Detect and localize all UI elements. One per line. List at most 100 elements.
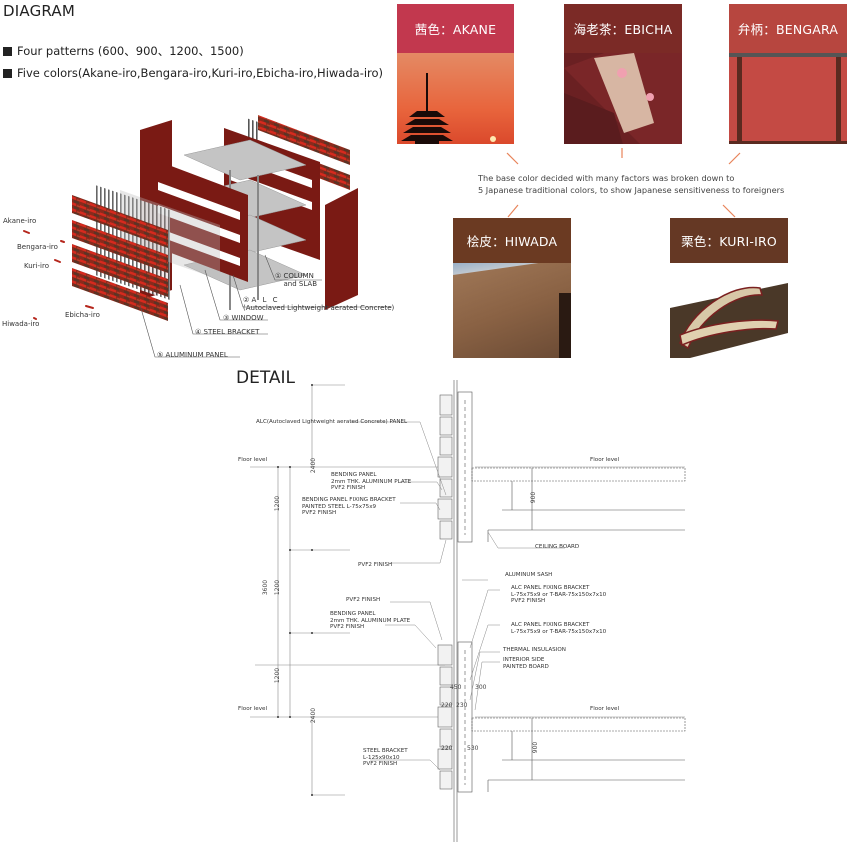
card-header: 桧皮：HIWADA	[453, 218, 571, 263]
dim-220-a: 220	[441, 702, 453, 709]
dim-300: 300	[475, 684, 487, 691]
component-num: ④	[195, 328, 202, 336]
component-num: ⑤	[157, 351, 164, 359]
component-num: ②	[243, 296, 250, 304]
label-line: ALC PANEL FIXING BRACKET	[511, 585, 590, 591]
label-line: PVF2 FINISH	[302, 510, 337, 517]
bullet-text: Four patterns (600、900、1200、1500)	[17, 44, 244, 58]
red-wall-image	[729, 53, 847, 144]
label-line: 2mm THK. ALUMINUM PLATE	[331, 478, 412, 485]
label-line: BENDING PANEL FIXING BRACKET	[302, 497, 396, 503]
component-aluminum-panel: ⑤ ALUMINUM PANEL	[157, 351, 228, 359]
component-steel-bracket: ④ STEEL BRACKET	[195, 328, 259, 336]
label-steel-bracket: STEEL BRACKET L-125x90x10 PVF2 FINISH	[363, 748, 408, 768]
leader-lines	[139, 254, 392, 358]
label-line: STEEL BRACKET	[363, 748, 408, 754]
label-alc-bracket-2: ALC PANEL FIXING BRACKET L-75x75x9 or T-…	[511, 622, 606, 635]
bullet-square-icon	[3, 68, 12, 78]
color-label-kuri: Kuri-iro	[24, 262, 49, 270]
label-line: PVF2 FINISH	[363, 761, 398, 768]
dim-1200-a: 1200	[274, 495, 282, 512]
color-chips	[23, 230, 94, 320]
color-card-kuri: 栗色：KURI-IRO	[670, 218, 788, 358]
dim-2400-bottom: 2400	[310, 707, 318, 724]
label-floor-level-2: Floor level	[590, 457, 619, 463]
label-line: PVF2 FINISH	[331, 485, 366, 492]
label-aluminum-sash: ALUMINUM SASH	[505, 572, 553, 578]
component-sub: (Autoclaved Lightweight aerated Concrete…	[243, 304, 395, 312]
component-label: A L C	[251, 296, 280, 304]
label-line: L-75x75x9 or T-BAR-75x150x7x10	[511, 628, 607, 635]
label-line: PVF2 FINISH	[511, 598, 546, 605]
dim-220-b: 220	[441, 745, 453, 752]
label-pvf2-finish-2: PVF2 FINISH	[346, 597, 381, 603]
label-line: PAINTED STEEL L-75x75x9	[302, 503, 377, 510]
component-alc: ② A L C (Autoclaved Lightweight aerated …	[243, 296, 394, 312]
component-label: WINDOW	[231, 314, 264, 322]
label-line: INTERIOR SIDE	[503, 657, 545, 663]
label-line: BENDING PANEL	[331, 472, 377, 478]
component-label: STEEL BRACKET	[203, 328, 260, 336]
label-line: PAINTED BOARD	[503, 663, 549, 670]
caption-line: 5 Japanese traditional colors, to show J…	[478, 185, 785, 195]
kimono-fabric-image	[564, 53, 682, 144]
diagram-title: DIAGRAM	[3, 2, 76, 20]
pagoda-sunset-image	[397, 53, 514, 144]
color-label-bengara: Bengara-iro	[17, 243, 58, 251]
bark-roof-image	[453, 263, 571, 358]
color-card-ebicha: 海老茶：EBICHA	[564, 4, 682, 144]
pagoda-icon	[401, 73, 496, 144]
color-label-hiwada: Hiwada-iro	[2, 320, 40, 328]
card-header: 茜色：AKANE	[397, 4, 514, 53]
exploded-axonometric	[23, 115, 392, 358]
color-card-akane: 茜色：AKANE	[397, 4, 514, 144]
label-ceiling-board: CEILING BOARD	[535, 544, 580, 550]
geta-sandal-image	[670, 263, 788, 358]
dim-1200-b: 1200	[274, 579, 282, 596]
dim-900-top: 900	[530, 491, 538, 504]
geta-icon	[670, 283, 788, 358]
dim-230: 230	[456, 702, 468, 709]
aluminum-panels	[72, 195, 168, 321]
wall-section-drawing	[250, 380, 686, 842]
label-bending-panel-2: BENDING PANEL 2mm THK. ALUMINUM PLATE PV…	[330, 611, 410, 631]
label-line: BENDING PANEL	[330, 611, 376, 617]
dim-3600: 3600	[262, 579, 270, 596]
label-floor-level-4: Floor level	[590, 706, 619, 712]
dim-900-bottom: 900	[532, 741, 540, 754]
fabric-icon	[564, 53, 682, 144]
label-bending-panel-1: BENDING PANEL 2mm THK. ALUMINUM PLATE PV…	[331, 472, 411, 492]
label-alc-panel: ALC(Autoclaved Lightweight aerated Concr…	[256, 419, 408, 425]
card-header: 栗色：KURI-IRO	[670, 218, 788, 263]
side-alc-panel	[325, 188, 358, 310]
colors-caption: The base color decided with many factors…	[478, 172, 784, 196]
bullet-square-icon	[3, 46, 12, 56]
label-line: ALC PANEL FIXING BRACKET	[511, 622, 590, 628]
color-card-hiwada: 桧皮：HIWADA	[453, 218, 571, 358]
label-line: L-125x90x10	[363, 754, 400, 761]
component-num: ①	[275, 272, 282, 280]
label-line: PVF2 FINISH	[330, 624, 365, 631]
caption-line: The base color decided with many factors…	[478, 173, 735, 183]
bullet-colors: Five colors(Akane-iro,Bengara-iro,Kuri-i…	[3, 66, 383, 80]
dim-2400-top: 2400	[310, 457, 318, 474]
label-line: L-75x75x9 or T-BAR-75x150x7x10	[511, 591, 607, 598]
bullet-patterns: Four patterns (600、900、1200、1500)	[3, 43, 244, 59]
component-label: COLUMN and SLAB	[283, 272, 318, 288]
dim-1200-c: 1200	[274, 667, 282, 684]
card-header: 海老茶：EBICHA	[564, 4, 682, 53]
card-header: 弁柄：BENGARA	[729, 4, 847, 53]
label-floor-level-1: Floor level	[238, 457, 267, 463]
label-line: 2mm THK. ALUMINUM PLATE	[330, 617, 411, 624]
component-column-slab: ① COLUMN and SLAB	[275, 272, 317, 288]
label-alc-bracket-1: ALC PANEL FIXING BRACKET L-75x75x9 or T-…	[511, 585, 606, 605]
dim-450: 450	[450, 684, 462, 691]
bullet-text: Five colors(Akane-iro,Bengara-iro,Kuri-i…	[17, 66, 384, 80]
color-arrows	[506, 148, 741, 218]
label-thermal-insulation: THERMAL INSULASION	[503, 647, 566, 653]
component-window: ③ WINDOW	[223, 314, 264, 322]
color-card-bengara: 弁柄：BENGARA	[729, 4, 847, 144]
label-interior-board: INTERIOR SIDE PAINTED BOARD	[503, 657, 549, 670]
component-label: ALUMINUM PANEL	[165, 351, 228, 359]
label-bending-bracket: BENDING PANEL FIXING BRACKET PAINTED STE…	[302, 497, 396, 517]
